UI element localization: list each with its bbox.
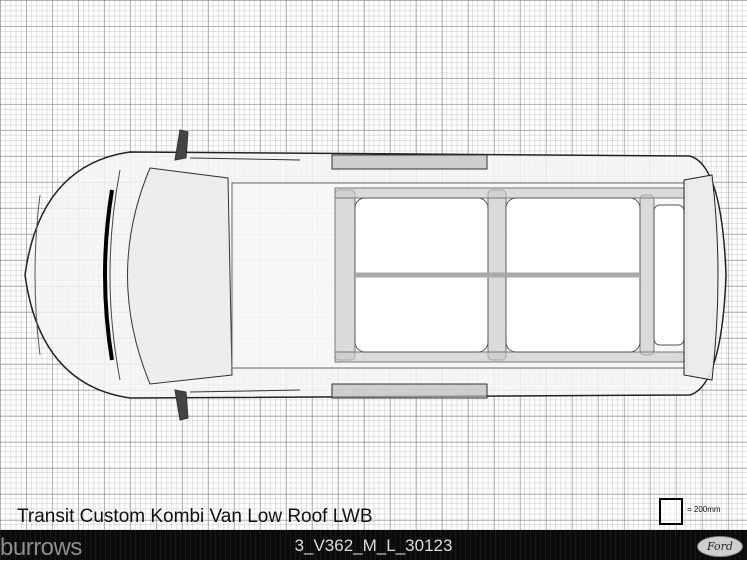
ford-logo: Ford xyxy=(697,536,743,557)
vehicle-title: Transit Custom Kombi Van Low Roof LWB xyxy=(17,506,373,527)
brand-logo: burrows xyxy=(0,534,82,561)
scale-square-icon xyxy=(659,498,683,525)
van-top-view-drawing xyxy=(24,129,727,421)
footer-bar: burrows 3_V362_M_L_30123 Ford xyxy=(0,530,747,561)
scale-label: = 200mm xyxy=(687,505,721,514)
model-code: 3_V362_M_L_30123 xyxy=(294,536,453,555)
